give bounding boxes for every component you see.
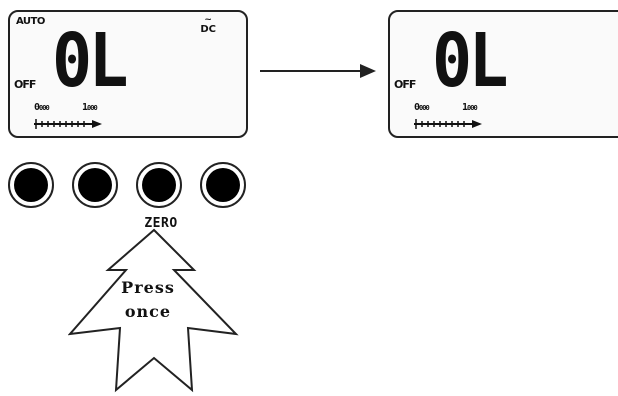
function-button-1[interactable] bbox=[8, 162, 54, 208]
dc-label: DC bbox=[200, 24, 216, 35]
ac-dc-symbol: ~ bbox=[204, 15, 212, 25]
off-indicator: OFF bbox=[394, 78, 416, 91]
bargraph-scale-start: 0000 bbox=[414, 102, 430, 113]
bargraph-scale-mid: 1000 bbox=[82, 102, 98, 113]
press-once-text: Press once bbox=[121, 278, 175, 321]
button-knob bbox=[14, 168, 48, 202]
lcd-display-after: OFF 0L 0000 1000 bbox=[388, 10, 618, 138]
auto-indicator: AUTO bbox=[16, 16, 45, 27]
zero-button-label: ZERO bbox=[144, 216, 178, 231]
function-button-4[interactable] bbox=[200, 162, 246, 208]
function-button-2[interactable] bbox=[72, 162, 118, 208]
lcd-display-before: AUTO ~ DC OFF 0L 0000 1000 bbox=[8, 10, 248, 138]
button-knob bbox=[206, 168, 240, 202]
bargraph-icon bbox=[414, 119, 482, 129]
zero-button[interactable] bbox=[136, 162, 182, 208]
reading-value: 0L bbox=[432, 18, 509, 104]
button-knob bbox=[142, 168, 176, 202]
off-indicator: OFF bbox=[14, 78, 36, 91]
press-indicator-arrow-icon bbox=[68, 228, 239, 393]
bargraph-scale-start: 0000 bbox=[34, 102, 50, 113]
bargraph-icon bbox=[34, 119, 102, 129]
bargraph-scale-mid: 1000 bbox=[462, 102, 478, 113]
reading-value: 0L bbox=[52, 18, 129, 104]
right-arrow-icon bbox=[260, 64, 376, 78]
dc-indicator: ~ DC bbox=[200, 15, 216, 35]
button-knob bbox=[78, 168, 112, 202]
